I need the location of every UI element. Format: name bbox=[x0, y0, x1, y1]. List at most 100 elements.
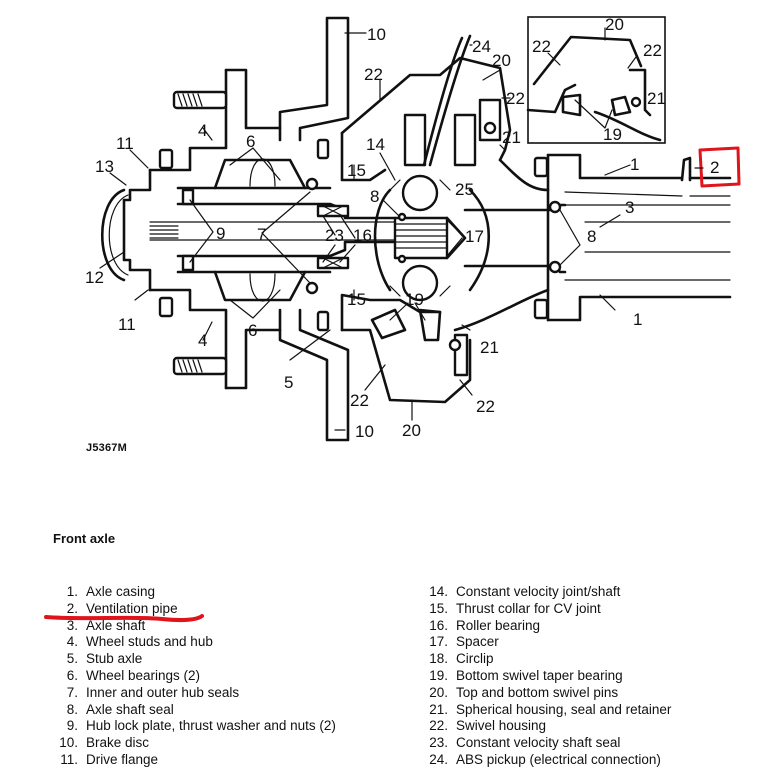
legend-item: 9. Hub lock plate, thrust washer and nuts… bbox=[50, 718, 336, 735]
callout-14: 14 bbox=[366, 135, 385, 154]
legend-label: Spherical housing, seal and retainer bbox=[456, 701, 672, 717]
legend-item: 23. Constant velocity shaft seal bbox=[420, 735, 671, 752]
inset-callout-20: 20 bbox=[605, 15, 624, 34]
legend-label: Swivel housing bbox=[456, 718, 547, 734]
callout-25: 25 bbox=[455, 180, 474, 199]
legend-num: 6. bbox=[66, 667, 78, 683]
callout-1-top: 1 bbox=[630, 155, 639, 174]
legend-num: 17. bbox=[429, 634, 448, 650]
callout-22-right: 22 bbox=[506, 89, 525, 108]
legend-num: 9. bbox=[66, 718, 78, 734]
legend-label: Hub lock plate, thrust washer and nuts (… bbox=[86, 718, 336, 734]
drive-flange-drawing bbox=[100, 148, 174, 318]
legend-num: 2. bbox=[66, 600, 78, 616]
legend-num: 5. bbox=[66, 651, 78, 667]
ventilation-pipe-underline bbox=[44, 614, 204, 622]
legend-label: Inner and outer hub seals bbox=[86, 684, 240, 700]
legend-item: 4. Wheel studs and hub bbox=[50, 634, 336, 651]
abs-pickup-drawing bbox=[422, 34, 472, 167]
legend-label: Top and bottom swivel pins bbox=[456, 684, 619, 700]
callout-21-top: 21 bbox=[502, 128, 521, 147]
legend-item: 24.ABS pickup (electrical connection) bbox=[420, 752, 671, 769]
legend-num: 19. bbox=[429, 667, 448, 683]
legend-item: 6. Wheel bearings (2) bbox=[50, 668, 336, 685]
legend-label: Constant velocity shaft seal bbox=[456, 735, 621, 751]
callout-4-top: 4 bbox=[198, 121, 207, 140]
inset-callout-22-left: 22 bbox=[532, 37, 551, 56]
legend-label: Stub axle bbox=[86, 651, 143, 667]
legend-item: 3. Axle shaft bbox=[50, 618, 336, 635]
legend-item: 5. Stub axle bbox=[50, 651, 336, 668]
callout-12: 12 bbox=[85, 268, 104, 287]
legend-item: 7. Inner and outer hub seals bbox=[50, 685, 336, 702]
legend-num: 21. bbox=[429, 701, 448, 717]
legend-num: 7. bbox=[66, 684, 78, 700]
inset-callout-21: 21 bbox=[647, 89, 666, 108]
callout-16: 16 bbox=[353, 226, 372, 245]
legend-num: 10. bbox=[59, 735, 78, 751]
legend-item: 14. Constant velocity joint/shaft bbox=[420, 584, 671, 601]
callout-22-bottom-left: 22 bbox=[350, 391, 369, 410]
callout-11-bottom: 11 bbox=[118, 315, 136, 334]
legend-label: Constant velocity joint/shaft bbox=[456, 584, 621, 599]
legend-item: 8.Axle shaft seal bbox=[50, 702, 336, 719]
legend-item: 1.Axle casing bbox=[50, 584, 336, 601]
callout-23: 23 bbox=[325, 226, 344, 245]
callout-22-top: 22 bbox=[364, 65, 383, 84]
callout-8-left: 8 bbox=[370, 187, 379, 206]
callout-20-bottom: 20 bbox=[402, 421, 421, 440]
legend-num: 23. bbox=[429, 735, 448, 751]
callout-4-bottom: 4 bbox=[198, 331, 207, 350]
legend-label: Drive flange bbox=[86, 751, 159, 767]
legend-num: 11. bbox=[60, 751, 78, 767]
legend-num: 22. bbox=[429, 718, 448, 734]
legend-num: 15. bbox=[429, 600, 448, 616]
callout-15-top: 15 bbox=[347, 161, 366, 180]
legend-label: Spacer bbox=[456, 634, 499, 650]
brake-disc-drawing bbox=[278, 16, 350, 442]
legend-label: Circlip bbox=[456, 651, 494, 667]
callout-11-top: 11 bbox=[116, 134, 134, 153]
legend-label: Wheel studs and hub bbox=[86, 634, 213, 650]
legend-label: Bottom swivel taper bearing bbox=[456, 667, 623, 683]
drawing-code: J5367M bbox=[86, 442, 127, 454]
hub-drawing bbox=[148, 68, 282, 390]
legend-num: 3. bbox=[66, 617, 78, 633]
swivel-housing-drawing bbox=[340, 56, 550, 404]
ventilation-pipe-drawing bbox=[680, 156, 692, 182]
callout-6-top: 6 bbox=[246, 132, 255, 151]
callout-10-top: 10 bbox=[367, 25, 386, 44]
leader-lines bbox=[99, 27, 704, 431]
callout-10-bottom: 10 bbox=[355, 422, 374, 441]
legend-label: Axle shaft seal bbox=[86, 701, 174, 717]
legend-num: 16. bbox=[429, 617, 448, 633]
legend-num: 24. bbox=[429, 751, 448, 767]
inset-callout-22-right: 22 bbox=[643, 41, 662, 60]
legend-item: 22. Swivel housing bbox=[420, 718, 671, 735]
callout-22-bottom-right: 22 bbox=[476, 397, 495, 416]
legend-item: 2.Ventilation pipe bbox=[50, 601, 336, 618]
callout-21-bottom: 21 bbox=[480, 338, 499, 357]
wheel-bearings-drawing bbox=[213, 138, 330, 332]
legend-num: 4. bbox=[66, 634, 78, 650]
callout-7: 7 bbox=[257, 225, 266, 244]
legend-right-column: 14.Constant velocity joint/shaft 15.Thru… bbox=[420, 584, 671, 769]
callout-1-bottom: 1 bbox=[633, 310, 642, 329]
legend-item: 18. Circlip bbox=[420, 651, 671, 668]
inset-detail bbox=[526, 16, 666, 144]
legend-num: 14. bbox=[429, 584, 448, 599]
legend-item: 17. Spacer bbox=[420, 634, 671, 651]
legend-label: Axle casing bbox=[86, 584, 156, 599]
legend-item: 21. Spherical housing, seal and retainer bbox=[420, 702, 671, 719]
callout-13: 13 bbox=[95, 157, 114, 176]
legend-num: 18. bbox=[429, 651, 448, 667]
legend-label: Axle shaft bbox=[86, 617, 146, 633]
legend-label: Wheel bearings (2) bbox=[86, 667, 201, 683]
cv-joint-drawing bbox=[316, 174, 567, 302]
legend-title: Front axle bbox=[53, 531, 116, 546]
legend-item: 10.Brake disc bbox=[50, 735, 336, 752]
legend-item: 16.Roller bearing bbox=[420, 618, 671, 635]
callout-8-right: 8 bbox=[587, 227, 596, 246]
callout-24: 24 bbox=[472, 37, 491, 56]
inset-callout-19: 19 bbox=[603, 125, 622, 144]
